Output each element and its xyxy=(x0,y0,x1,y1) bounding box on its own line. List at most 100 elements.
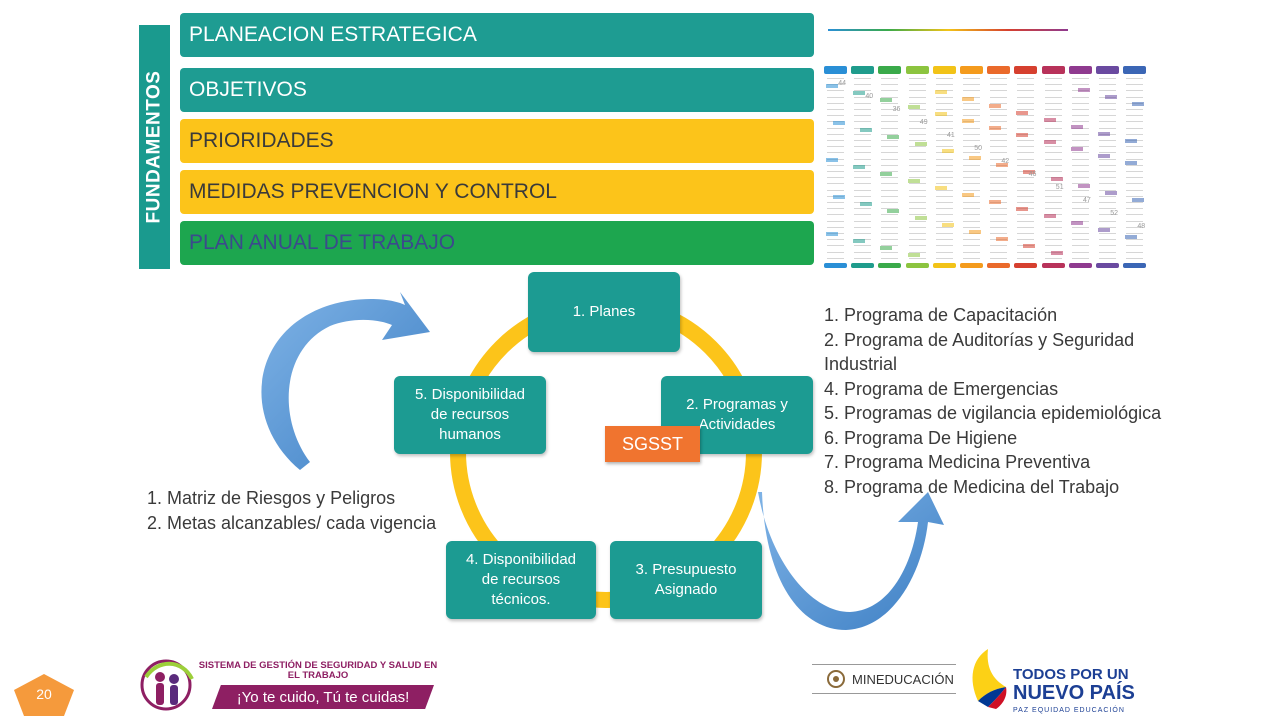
calendar-day-line xyxy=(1126,171,1144,172)
calendar-day-highlight xyxy=(853,165,866,169)
calendar-day-line xyxy=(908,214,926,216)
calendar-day-line xyxy=(935,102,953,104)
calendar-day-line xyxy=(1071,164,1089,166)
calendar-day-highlight xyxy=(941,149,954,153)
calendar-day-highlight xyxy=(1132,198,1145,202)
calendar-day-line xyxy=(1017,158,1035,160)
calendar-month-header xyxy=(987,66,1011,74)
calendar-day-line xyxy=(908,152,926,154)
calendar-day-line xyxy=(1017,90,1035,92)
calendar-day-line xyxy=(990,96,1008,98)
calendar-day-line xyxy=(881,90,899,92)
calendar-day-line xyxy=(963,127,980,129)
right-list-item: 7. Programa Medicina Preventiva xyxy=(824,452,1091,472)
calendar-day-line xyxy=(854,115,872,117)
calendar-day-line xyxy=(827,214,844,216)
calendar-day-line xyxy=(963,239,980,241)
calendar-day-line xyxy=(881,102,899,104)
cycle-step-label: 2. Programas y Actividades xyxy=(686,395,788,433)
calendar-day-line xyxy=(990,189,1008,191)
calendar-day-line xyxy=(827,239,844,241)
calendar-day-line xyxy=(1017,84,1035,86)
calendar-day-line xyxy=(1017,146,1035,148)
calendar-month-column: 44 xyxy=(824,66,847,268)
calendar-week-number: 44 xyxy=(838,80,846,87)
right-list-item: 6. Programa De Higiene xyxy=(824,427,1018,448)
calendar-day-line xyxy=(827,226,844,228)
calendar-day-line xyxy=(1017,102,1035,104)
calendar-month-footer xyxy=(960,263,983,268)
calendar-day-highlight xyxy=(1105,95,1117,99)
calendar-day-line xyxy=(1071,84,1089,86)
calendar-day-line xyxy=(1071,78,1089,79)
calendar-day-line xyxy=(827,220,844,222)
calendar-day-line xyxy=(1126,208,1144,210)
band-prioridades: PRIORIDADES xyxy=(180,119,814,163)
band-plan-anual: PLAN ANUAL DE TRABAJO xyxy=(180,221,814,265)
calendar-day-line xyxy=(990,133,1008,135)
calendar-day-line xyxy=(908,208,926,210)
calendar-day-line xyxy=(963,171,980,172)
calendar-day-line xyxy=(1071,189,1089,191)
calendar-day-line xyxy=(963,90,980,92)
band-label: OBJETIVOS xyxy=(189,78,307,101)
calendar-day-line xyxy=(827,164,844,166)
calendar-day-line xyxy=(827,102,844,104)
calendar-day-line xyxy=(935,96,953,98)
calendar-day-highlight xyxy=(1098,154,1110,158)
left-list-item: 1. Matriz de Riesgos y Peligros xyxy=(147,488,396,508)
band-objetivos: OBJETIVOS xyxy=(180,68,814,112)
calendar-day-line xyxy=(1126,146,1144,148)
calendar-day-highlight xyxy=(1016,207,1029,211)
calendar-day-line xyxy=(1017,195,1035,197)
calendar-month-footer xyxy=(878,263,902,268)
calendar-day-line xyxy=(990,84,1008,86)
calendar-day-line xyxy=(1126,152,1144,154)
calendar-day-line xyxy=(1071,133,1089,135)
calendar-month-footer xyxy=(932,263,956,268)
calendar-day-line xyxy=(1044,183,1062,185)
calendar-day-line xyxy=(1071,183,1089,185)
calendar-day-line xyxy=(881,214,899,216)
calendar-day-line xyxy=(1017,239,1035,241)
calendar-day-line xyxy=(908,164,926,166)
calendar-day-line xyxy=(827,152,844,154)
calendar-day-highlight xyxy=(826,84,838,88)
calendar-day-line xyxy=(990,171,1008,172)
calendar-day-line xyxy=(1044,84,1062,86)
calendar-day-line xyxy=(1044,164,1062,166)
calendar-day-highlight xyxy=(962,97,974,101)
calendar-day-line xyxy=(1126,245,1144,247)
calendar-day-line xyxy=(854,102,872,104)
calendar-day-line xyxy=(935,239,953,241)
calendar-day-highlight xyxy=(989,126,1002,130)
calendar-day-line xyxy=(1071,257,1089,259)
calendar-day-line xyxy=(1017,233,1035,234)
cycle-step-label: 5. Disponibilidad de recursos humanos xyxy=(414,385,526,444)
calendar-day-line xyxy=(827,208,844,210)
pentagon-icon xyxy=(14,674,74,716)
calendar-day-line xyxy=(1099,121,1116,123)
calendar-day-line xyxy=(935,158,953,160)
calendar-day-line xyxy=(1126,195,1144,197)
calendar-day-line xyxy=(908,102,926,104)
band-label: PLAN ANUAL DE TRABAJO xyxy=(189,231,456,254)
sgsst-title: SISTEMA DE GESTIÓN DE SEGURIDAD Y SALUD … xyxy=(198,660,438,681)
calendar-day-line xyxy=(1044,115,1062,117)
calendar-day-line xyxy=(854,152,872,154)
calendar-day-highlight xyxy=(1077,184,1090,188)
calendar-day-line xyxy=(1099,164,1116,166)
calendar-day-line xyxy=(963,146,980,148)
calendar-day-line xyxy=(881,251,899,253)
calendar-day-line xyxy=(935,140,953,141)
calendar-day-line xyxy=(935,195,953,197)
calendar-day-line xyxy=(908,78,926,79)
calendar-day-line xyxy=(908,146,926,148)
calendar-day-line xyxy=(854,146,872,148)
calendar-day-line xyxy=(1044,146,1062,148)
slogan-text: ¡Yo te cuido, Tú te cuidas! xyxy=(236,688,410,706)
calendar-day-line xyxy=(854,78,872,79)
calendar-day-line xyxy=(1099,220,1116,222)
calendar-month-column: 42 xyxy=(987,66,1011,268)
